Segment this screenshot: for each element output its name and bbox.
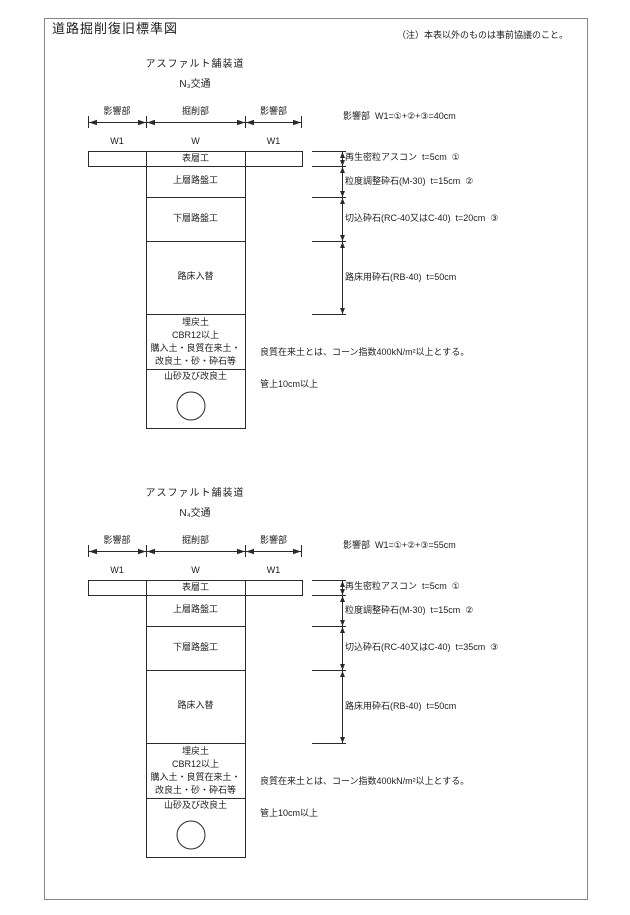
zone-label-left: 影響部	[103, 106, 131, 116]
page-title: 道路掘削復旧標準図	[52, 21, 179, 36]
backfill-line: 購入土・良質在来土・	[150, 771, 241, 782]
zone-label-mid: 掘削部	[181, 106, 209, 116]
layer-lower-base-label: 下層路盤工	[172, 213, 218, 223]
width-label-mid: W	[191, 136, 200, 146]
linework-n4	[88, 545, 346, 858]
layer-pipe-bed-label: 山砂及び改良土	[163, 371, 227, 381]
influence-width-note: 影響部 W1=①+②+③=55cm	[343, 540, 456, 550]
pipe-circle	[176, 391, 206, 421]
layer-pipe-bed-label: 山砂及び改良土	[163, 800, 227, 810]
soil-quality-note: 良質在来土とは、コーン指数400kN/m²以上とする。	[260, 776, 470, 786]
annotation-surface: 再生密粒アスコン t=5cm ①	[345, 581, 460, 591]
diagram-subtitle: N₃交通	[179, 79, 211, 90]
pipe-cover-note: 管上10cm以上	[260, 379, 319, 389]
right-dimension-ticks	[312, 580, 346, 744]
backfill-line: 購入土・良質在来土・	[150, 342, 241, 353]
backfill-line: CBR12以上	[171, 758, 219, 769]
top-dimension-ticks	[88, 116, 302, 128]
drawing-border	[44, 18, 588, 900]
layer-subgrade-label: 路床入替	[177, 700, 214, 710]
right-dimension-ticks	[312, 151, 346, 315]
width-label-mid: W	[191, 565, 200, 575]
top-dimension-arrowheads	[89, 548, 301, 555]
layer-upper-base-label: 上層路盤工	[172, 604, 218, 614]
right-dimension-arrowheads	[340, 581, 345, 743]
influence-width-note: 影響部 W1=①+②+③=40cm	[343, 111, 456, 121]
right-dimension-arrowheads	[340, 152, 345, 314]
zone-label-left: 影響部	[103, 535, 131, 545]
layer-lower-base-label: 下層路盤工	[172, 642, 218, 652]
layer-backfill-label: 埋戻土 CBR12以上 購入土・良質在来土・ 改良土・砂・砕石等	[144, 743, 247, 798]
diagram-n4: アスファルト舗装道 N₄交通 影響部 掘削部 影響部 W1 W W1 表層工 上…	[44, 487, 588, 859]
layer-surface-label: 表層工	[181, 582, 209, 592]
diagram-n3: アスファルト舗装道 N₃交通 影響部 掘削部 影響部 W1 W W1 表層工 上…	[44, 58, 588, 430]
layer-surface-label: 表層工	[181, 153, 209, 163]
width-label-right: W1	[266, 565, 281, 575]
backfill-line: 埋戻土	[181, 745, 209, 756]
annotation-lower-base: 切込砕石(RC-40又はC-40) t=20cm ③	[345, 213, 499, 223]
linework-n3	[88, 116, 346, 429]
diagram-title: アスファルト舗装道	[145, 59, 245, 70]
pipe-cover-note: 管上10cm以上	[260, 808, 319, 818]
zone-label-mid: 掘削部	[181, 535, 209, 545]
width-label-right: W1	[266, 136, 281, 146]
top-dimension-arrowheads	[89, 119, 301, 126]
layer-boxes	[88, 151, 303, 429]
layer-backfill-label: 埋戻土 CBR12以上 購入土・良質在来土・ 改良土・砂・砕石等	[144, 314, 247, 369]
diagram-title: アスファルト舗装道	[145, 488, 245, 499]
pipe-circle	[176, 820, 206, 850]
annotation-lower-base: 切込砕石(RC-40又はC-40) t=35cm ③	[345, 642, 499, 652]
layer-boxes	[88, 580, 303, 858]
backfill-line: 改良土・砂・砕石等	[154, 784, 236, 795]
backfill-line: CBR12以上	[171, 329, 219, 340]
annotation-subgrade: 路床用砕石(RB-40) t=50cm	[345, 272, 457, 282]
annotation-upper-base: 粒度調整砕石(M-30) t=15cm ②	[345, 176, 474, 186]
annotation-surface: 再生密粒アスコン t=5cm ①	[345, 152, 460, 162]
zone-label-right: 影響部	[259, 106, 287, 116]
layer-subgrade-label: 路床入替	[177, 271, 214, 281]
width-label-left: W1	[110, 136, 124, 146]
top-dimension-ticks	[88, 545, 302, 557]
annotation-upper-base: 粒度調整砕石(M-30) t=15cm ②	[345, 605, 474, 615]
layer-upper-base-label: 上層路盤工	[172, 175, 218, 185]
soil-quality-note: 良質在来土とは、コーン指数400kN/m²以上とする。	[260, 347, 470, 357]
zone-label-right: 影響部	[259, 535, 287, 545]
page-note: （注）本表以外のものは事前協議のこと。	[396, 30, 568, 40]
diagram-subtitle: N₄交通	[179, 508, 211, 519]
backfill-line: 改良土・砂・砕石等	[154, 355, 236, 366]
backfill-line: 埋戻土	[181, 316, 209, 327]
annotation-subgrade: 路床用砕石(RB-40) t=50cm	[345, 701, 457, 711]
width-label-left: W1	[110, 565, 124, 575]
